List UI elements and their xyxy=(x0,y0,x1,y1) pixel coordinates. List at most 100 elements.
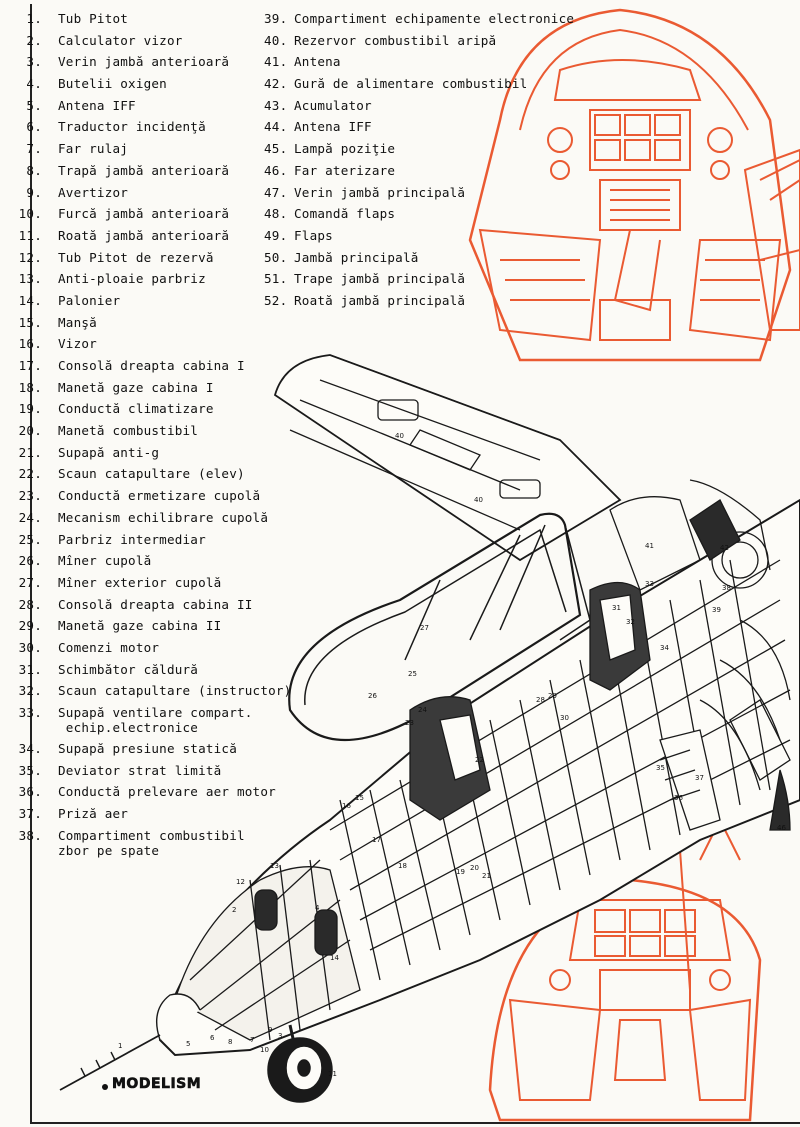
legend-item: 40. Rezervor combustibil aripă xyxy=(264,30,564,52)
legend-text: Supapă presiune statică xyxy=(58,741,237,756)
legend-item: 42. Gură de alimentare combustibil xyxy=(264,73,564,95)
legend-text: Compartiment combustibil zbor pe spate xyxy=(58,827,245,858)
legend-item: 41.Antena xyxy=(264,51,564,73)
legend-text: Trapă jambă anterioară xyxy=(58,162,230,178)
legend-item: 26.Mîner cupolă xyxy=(14,550,284,572)
legend-number: 14. xyxy=(18,292,42,308)
legend-item: 47.Verin jambă principală xyxy=(264,182,564,204)
legend-number: 25. xyxy=(18,531,42,547)
legend-item: 6.Traductor incidenţă xyxy=(14,116,284,138)
callout-33: 33 xyxy=(645,580,654,588)
legend-number: 43. xyxy=(264,97,288,113)
legend-item: 27.Mîner exterior cupolă xyxy=(14,572,284,594)
legend-item: 10.Furcă jambă anterioară xyxy=(14,203,284,225)
legend-text: Acumulator xyxy=(294,97,372,113)
legend-number: 3. xyxy=(26,54,42,70)
callout-4: 4 xyxy=(315,904,320,912)
callout-15: 15 xyxy=(355,794,364,802)
legend-number: 12. xyxy=(18,249,42,265)
callout-42: 42 xyxy=(720,544,729,552)
legend-item: 33.Supapă ventilare compart. echip.elect… xyxy=(14,702,284,738)
callout-41: 41 xyxy=(645,542,654,550)
legend-item: 21. Supapă anti-g xyxy=(14,442,284,464)
callout-11: 11 xyxy=(328,1070,337,1078)
legend-item: 13.Anti-ploaie parbriz xyxy=(14,268,284,290)
legend-number: 37. xyxy=(18,806,42,822)
legend-item: 50.Jambă principală xyxy=(264,247,564,269)
legend-text: Supapă anti-g xyxy=(58,444,160,460)
legend-number: 18. xyxy=(18,379,42,395)
legend-text: Rezervor combustibil aripă xyxy=(294,32,497,48)
callout-24: 24 xyxy=(418,706,427,714)
legend-item: 7.Far rulaj xyxy=(14,138,284,160)
legend-text: Conductă climatizare xyxy=(58,401,214,417)
legend-number: 51. xyxy=(264,271,288,287)
legend-number: 30. xyxy=(18,639,42,655)
legend-number: 40. xyxy=(264,32,288,48)
legend-text: Comenzi motor xyxy=(58,639,160,655)
legend-number: 19. xyxy=(18,401,42,417)
legend-item: 8.Trapă jambă anterioară xyxy=(14,160,284,182)
legend-number: 44. xyxy=(264,119,288,135)
legend-item: 30. Comenzi motor xyxy=(14,637,284,659)
legend-text: Consolă dreapta cabina II xyxy=(58,596,253,612)
legend-number: 4. xyxy=(26,76,42,92)
legend-text: Manetă gaze cabina II xyxy=(58,618,222,634)
legend-number: 42. xyxy=(264,76,288,92)
legend-text: Gură de alimentare combustibil xyxy=(294,76,528,92)
callout-37: 37 xyxy=(695,774,704,782)
legend-number: 17. xyxy=(18,358,42,373)
legend-text: Scaun catapultare (elev) xyxy=(58,466,245,482)
legend-number: 45. xyxy=(264,141,288,157)
wing-cutaway xyxy=(273,354,622,562)
callout-46: 46 xyxy=(777,824,786,832)
legend-text: Manetă combustibil xyxy=(58,423,199,439)
legend-item: 38. Compartiment combustibil zbor pe spat… xyxy=(14,825,284,861)
nose-and-pitot xyxy=(59,993,201,1091)
legend-number: 38. xyxy=(18,827,42,843)
legend-item: 22.Scaun catapultare (elev) xyxy=(14,463,284,485)
nose-landing-gear xyxy=(267,1024,333,1103)
callout-30: 30 xyxy=(560,714,569,722)
legend-text: Butelii oxigen xyxy=(58,76,167,92)
callout-40a: 40 xyxy=(395,432,404,440)
legend-number: 28. xyxy=(18,596,42,612)
legend-item: 28. Consolă dreapta cabina II xyxy=(14,594,284,616)
callout-22: 22 xyxy=(475,756,484,764)
legend-item: 19. Conductă climatizare xyxy=(14,398,284,420)
legend-item: 9.Avertizor xyxy=(14,182,284,204)
legend-number: 21. xyxy=(18,444,42,460)
legend-item: 2.Calculator vizor xyxy=(14,30,284,52)
legend-item: 45.Lampă poziţie xyxy=(264,138,564,160)
legend-item: 35.Deviator strat limită xyxy=(14,760,284,782)
legend-item: 37.Priză aer xyxy=(14,803,284,825)
legend-item: 43. Acumulator xyxy=(264,95,564,117)
legend-item: 4. Butelii oxigen xyxy=(14,73,284,95)
callout-27: 27 xyxy=(420,624,429,632)
legend-item: 18.Manetă gaze cabina I xyxy=(14,377,284,399)
legend-item: 15.Manşă xyxy=(14,312,284,334)
legend-number: 5. xyxy=(26,97,42,113)
legend-item: 31.Schimbător căldură xyxy=(14,659,284,681)
legend-text: Manşă xyxy=(58,314,97,330)
callout-2: 2 xyxy=(232,906,236,914)
callout-3: 3 xyxy=(278,1032,282,1040)
legend-text: Conductă ermetizare cupolă xyxy=(58,488,261,504)
callout-40b: 40 xyxy=(474,496,483,504)
legend-item: 34.Supapă presiune statică xyxy=(14,738,284,760)
callout-29: 29 xyxy=(548,692,557,700)
legend-item: 3. Verin jambă anterioară xyxy=(14,51,284,73)
callout-26: 26 xyxy=(368,692,377,700)
legend-text: Jambă principală xyxy=(294,249,419,265)
legend-text: Verin jambă anterioară xyxy=(58,54,230,70)
legend-text: Far rulaj xyxy=(58,141,129,157)
legend-item: 5.Antena IFF xyxy=(14,95,284,117)
legend-text: Roată jambă anterioară xyxy=(58,227,230,243)
legend-text: Roată jambă principală xyxy=(294,292,466,308)
callout-19: 19 xyxy=(456,868,465,876)
callout-12: 12 xyxy=(236,878,245,886)
legend-number: 20. xyxy=(18,423,42,439)
legend-text: Palonier xyxy=(58,292,121,308)
brand-bullet xyxy=(102,1084,108,1090)
